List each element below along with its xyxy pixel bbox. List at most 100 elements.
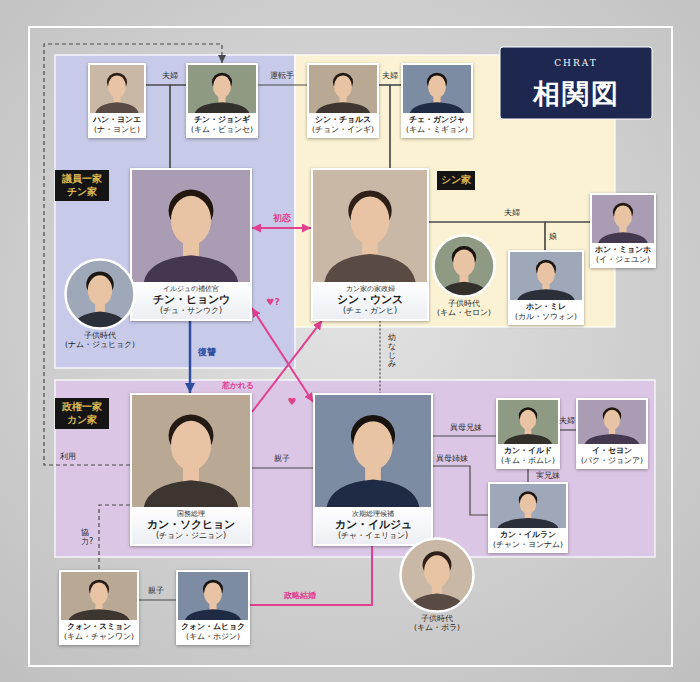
- character-name: カン・イルド: [504, 446, 552, 456]
- character-name: ホン・ミョンホ: [595, 245, 651, 255]
- caption-panel: チン・ジョンギ(キム・ビョンセ): [188, 113, 256, 136]
- child-caption: (キム・ボラ): [414, 623, 460, 632]
- relation-line: [252, 227, 311, 229]
- relation-line: [433, 435, 496, 436]
- portrait-box: ホン・ミョンホ(イ・ジェユン): [590, 193, 656, 268]
- portrait-box: カン家の家政婦シン・ウンス(チェ・ガンヒ): [311, 168, 429, 321]
- family-label: 政権一家 カン家: [55, 398, 109, 429]
- caption-panel: カン・イルド(キム・ボムレ): [498, 444, 558, 467]
- actor-name: (チョン・ジニョン): [156, 531, 226, 541]
- character-role: イルジュの補佐官: [163, 285, 219, 293]
- portrait-box: イ・セヨン(パク・ジョンア): [576, 398, 648, 469]
- relation-line: [560, 429, 576, 430]
- relation-label-anchor: 夫婦: [382, 71, 398, 81]
- heart-mark: ♥: [288, 396, 297, 408]
- relation-line: [252, 321, 322, 412]
- portrait-photo: [132, 170, 250, 282]
- relation-label: 親子: [148, 586, 164, 596]
- label-anchor: CHRAT: [554, 58, 598, 69]
- relation-label-anchor: 惹かれる: [222, 381, 254, 390]
- photo-ground: [399, 537, 475, 613]
- relation-label: 初恋: [273, 213, 291, 224]
- figure-body: [327, 480, 420, 507]
- figure-head: [353, 421, 392, 470]
- character-name: カン・イルジュ: [335, 518, 412, 531]
- relation-label: 娘: [549, 232, 557, 242]
- figure-head: [171, 421, 211, 471]
- child-circle: 子供時代(ナム・ジュヒョク): [63, 258, 137, 349]
- actor-name: (ナ・ヨンヒ): [94, 125, 140, 134]
- portrait-photo: [178, 572, 248, 620]
- figure-body: [504, 434, 552, 444]
- photo-ground: [309, 65, 377, 113]
- character-name: シン・チョルス: [315, 115, 371, 125]
- family-label: 議員一家 チン家: [55, 170, 109, 201]
- actor-name: (キム・ボムレ): [501, 456, 555, 465]
- caption-panel: 国務総理カン・ソクヒョン(チョン・ジニョン): [132, 507, 250, 544]
- relation-label-anchor: 親子: [274, 454, 290, 464]
- relation-label-anchor: 運転手: [270, 71, 294, 81]
- figure-body: [144, 255, 238, 282]
- portrait-box: イルジュの補佐官チン・ヒョンウ(チュ・サンウク): [130, 168, 252, 321]
- relation-label-anchor: 復讐: [198, 347, 216, 358]
- caption-panel: 子供時代(キム・セロン): [432, 298, 496, 317]
- child-caption: 子供時代: [84, 331, 116, 340]
- relation-label-anchor: 協力?: [81, 529, 89, 547]
- caption-panel: シン・チョルス(チョン・インギ): [309, 113, 377, 136]
- title-anchor: 相関図: [533, 78, 620, 110]
- photo-ground: [132, 170, 250, 282]
- child-portrait: [399, 537, 475, 613]
- actor-name: (キム・ミギョン): [406, 125, 468, 134]
- actor-name: (キム・ビョンセ): [191, 125, 253, 134]
- relation-label-anchor: 幼なじみ: [388, 334, 396, 369]
- caption-panel: ホン・ミョンホ(イ・ジェユン): [592, 243, 654, 266]
- relation-label: 実兄妹: [536, 471, 560, 481]
- figure-head: [90, 583, 108, 605]
- relation-label-anchor: 夫婦: [162, 71, 178, 81]
- actor-name: (イ・ジェユン): [596, 255, 650, 264]
- figure-head: [88, 275, 112, 305]
- relation-label-anchor: 初恋: [273, 213, 291, 224]
- relation-label-anchor: 異母姉妹: [436, 454, 468, 463]
- circle-outline: [66, 260, 135, 329]
- character-name: チン・ヒョンウ: [153, 293, 230, 306]
- caption-panel: 子供時代(ナム・ジュヒョク): [63, 330, 137, 349]
- character-name: シン・ウンス: [337, 293, 403, 306]
- relation-line: [252, 308, 313, 402]
- relation-label: ♥?: [266, 297, 279, 308]
- figure-body: [324, 254, 415, 282]
- actor-name: (チュ・サンウク): [160, 306, 222, 316]
- relation-line: [252, 467, 313, 468]
- relation-label-anchor: 夫婦: [559, 416, 575, 426]
- photo-ground: [132, 395, 250, 507]
- child-circle: 子供時代(キム・セロン): [432, 234, 496, 317]
- child-circle: 子供時代(キム・ボラ): [399, 537, 475, 632]
- figure-body: [585, 434, 639, 444]
- title-box: [500, 47, 652, 119]
- character-name: チェ・ガンジャ: [409, 115, 465, 125]
- portrait-photo: [578, 400, 646, 444]
- caption-panel: カン・イルラン(チャン・ヨンナム): [490, 528, 566, 551]
- portrait-photo: [510, 252, 582, 300]
- portrait-photo: [188, 65, 256, 113]
- title-text: 相関図: [533, 78, 620, 110]
- portrait-photo: [498, 400, 558, 444]
- portrait-figure: [432, 234, 496, 298]
- portrait-box: カン・イルド(キム・ボムレ): [496, 398, 560, 469]
- relation-label: 異母姉妹: [436, 454, 468, 463]
- character-name: カン・ソクヒョン: [147, 518, 235, 531]
- child-portrait: [63, 258, 137, 330]
- photo-ground: [403, 65, 471, 113]
- character-role: カン家の家政婦: [346, 285, 395, 293]
- frame: [29, 27, 672, 666]
- caption-panel: 次期総理候補カン・イルジュ(チャ・イェリョン): [315, 507, 431, 544]
- caption-panel: ホン・ミレ(カル・ソウォン): [510, 300, 582, 323]
- relation-label-anchor: ♥?: [266, 297, 279, 308]
- family-panel-fill: [55, 55, 295, 368]
- figure-head: [537, 263, 555, 285]
- figure-head: [334, 76, 352, 98]
- figure-body: [410, 102, 464, 113]
- relation-line: [99, 505, 130, 570]
- relation-line: [390, 85, 401, 168]
- character-name: ホン・ミレ: [526, 302, 566, 312]
